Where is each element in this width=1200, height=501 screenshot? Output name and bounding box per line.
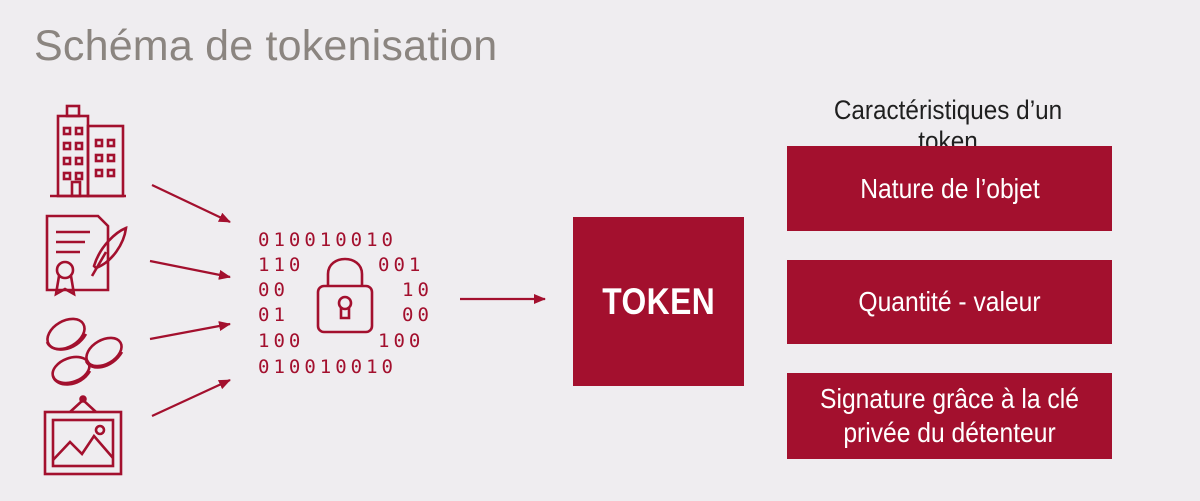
- characteristic-nature: Nature de l’objet: [787, 146, 1112, 231]
- characteristic-label: Signature grâce à la clé privée du déten…: [820, 383, 1079, 448]
- binary-row-4-right: 00: [402, 304, 433, 326]
- binary-row-3-right: 10: [402, 279, 433, 301]
- coins-icon: [45, 317, 124, 386]
- characteristic-label: Quantité - valeur: [858, 286, 1041, 317]
- binary-row-1: 010010010: [258, 229, 397, 251]
- arrow-building: [151, 184, 231, 223]
- certificate-icon: [45, 214, 128, 297]
- binary-row-2-right: 001: [378, 254, 424, 276]
- binary-row-4-left: 01: [258, 304, 289, 326]
- binary-data-block: 010010010 110 001 00 10 01 00 100 100 01…: [258, 229, 433, 378]
- page-title: Schéma de tokenisation: [34, 22, 498, 70]
- input-arrows: [149, 184, 231, 417]
- picture-frame-icon: [43, 395, 123, 476]
- arrow-coins: [149, 321, 231, 341]
- binary-row-6: 010010010: [258, 356, 397, 378]
- binary-row-3-left: 00: [258, 279, 289, 301]
- binary-row-5-left: 100: [258, 330, 304, 352]
- arrow-certificate: [149, 259, 231, 280]
- characteristic-label: Nature de l’objet: [859, 172, 1040, 204]
- characteristic-quantity: Quantité - valeur: [787, 260, 1112, 344]
- binary-row-2-left: 110: [258, 254, 304, 276]
- binary-row-5-right: 100: [378, 330, 424, 352]
- characteristic-signature: Signature grâce à la clé privée du déten…: [787, 373, 1112, 459]
- padlock-icon: [316, 257, 374, 334]
- token-label: TOKEN: [602, 280, 715, 322]
- token-box: TOKEN: [573, 217, 744, 386]
- building-icon: [50, 104, 126, 198]
- arrow-frame: [151, 379, 231, 417]
